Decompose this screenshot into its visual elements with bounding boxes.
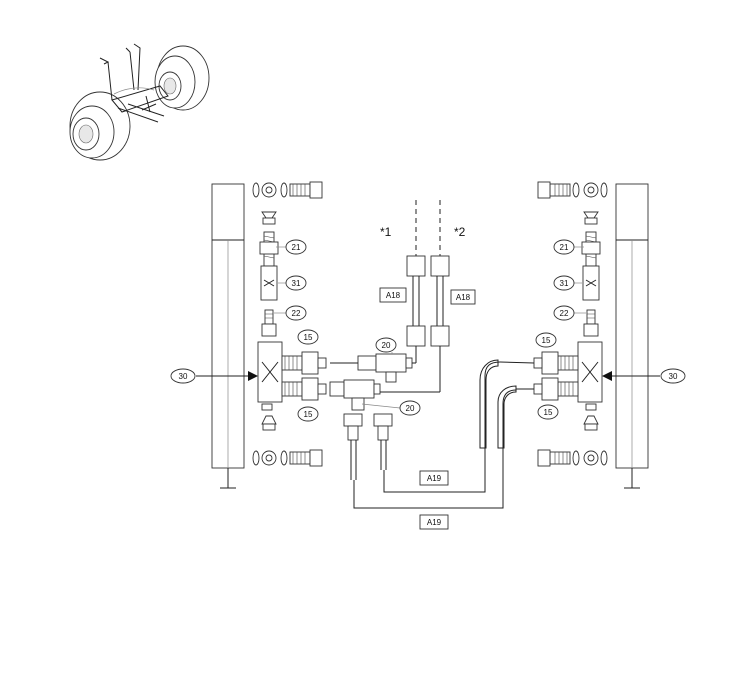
svg-text:A18: A18 bbox=[386, 291, 401, 300]
callout-30-right: 30 bbox=[660, 368, 686, 384]
label-box-a18-left: A18 bbox=[379, 287, 407, 303]
callout-15-left-top: 15 bbox=[297, 329, 319, 345]
right-fitting-15-bottom bbox=[533, 377, 579, 401]
right-bottom-banjo-fitting bbox=[537, 449, 608, 467]
label-box-a18-right: A18 bbox=[450, 289, 476, 305]
svg-text:22: 22 bbox=[292, 309, 301, 318]
callout-22-right: 22 bbox=[553, 305, 586, 321]
left-top-banjo-fitting bbox=[252, 181, 323, 199]
callout-21-right: 21 bbox=[553, 239, 584, 255]
svg-text:15: 15 bbox=[542, 336, 551, 345]
svg-text:22: 22 bbox=[560, 309, 569, 318]
chassis-thumbnail bbox=[69, 43, 210, 161]
svg-text:15: 15 bbox=[304, 333, 313, 342]
svg-text:15: 15 bbox=[304, 410, 313, 419]
callout-22-left: 22 bbox=[274, 305, 307, 321]
left-bottom-banjo-fitting bbox=[252, 449, 323, 467]
callout-15-right-bottom: 15 bbox=[537, 404, 559, 420]
lower-hose-fittings bbox=[343, 413, 393, 480]
right-fitting-stack bbox=[577, 211, 603, 431]
svg-text:30: 30 bbox=[669, 372, 678, 381]
callout-31-left: 31 bbox=[278, 275, 307, 291]
svg-text:21: 21 bbox=[560, 243, 569, 252]
callout-15-left-bottom: 15 bbox=[297, 406, 319, 422]
callout-20-bottom: 20 bbox=[361, 400, 421, 416]
svg-text:15: 15 bbox=[544, 408, 553, 417]
label-box-a19-top: A19 bbox=[419, 470, 449, 486]
svg-text:21: 21 bbox=[292, 243, 301, 252]
svg-text:20: 20 bbox=[406, 404, 415, 413]
note-star-1: *1 bbox=[380, 225, 392, 239]
left-cylinder bbox=[211, 183, 245, 489]
svg-text:31: 31 bbox=[560, 279, 569, 288]
right-cylinder bbox=[615, 183, 649, 489]
svg-text:20: 20 bbox=[382, 341, 391, 350]
hose-a18-left bbox=[406, 200, 426, 364]
callout-15-right-top: 15 bbox=[535, 332, 557, 348]
callout-21-left: 21 bbox=[276, 239, 307, 255]
svg-text:31: 31 bbox=[292, 279, 301, 288]
left-fitting-15-bottom bbox=[281, 377, 327, 401]
right-top-banjo-fitting bbox=[537, 181, 608, 199]
left-fitting-15-top bbox=[281, 351, 327, 375]
tee-fitting-20-bottom bbox=[329, 379, 381, 411]
right-arrow-30 bbox=[602, 371, 660, 381]
svg-text:A19: A19 bbox=[427, 474, 442, 483]
svg-text:A19: A19 bbox=[427, 518, 442, 527]
callout-31-right: 31 bbox=[553, 275, 582, 291]
right-fitting-15-top bbox=[533, 351, 579, 375]
left-fitting-stack bbox=[257, 211, 283, 431]
svg-text:30: 30 bbox=[179, 372, 188, 381]
svg-text:A18: A18 bbox=[456, 293, 471, 302]
callout-20-top: 20 bbox=[375, 337, 397, 354]
left-arrow-30 bbox=[196, 371, 258, 381]
tee-fitting-20-top bbox=[357, 353, 413, 383]
hose-a19-routing bbox=[353, 359, 517, 509]
label-box-a19-bottom: A19 bbox=[419, 514, 449, 530]
note-star-2: *2 bbox=[454, 225, 466, 239]
hose-a18-right bbox=[380, 200, 450, 393]
callout-30-left: 30 bbox=[170, 368, 196, 384]
